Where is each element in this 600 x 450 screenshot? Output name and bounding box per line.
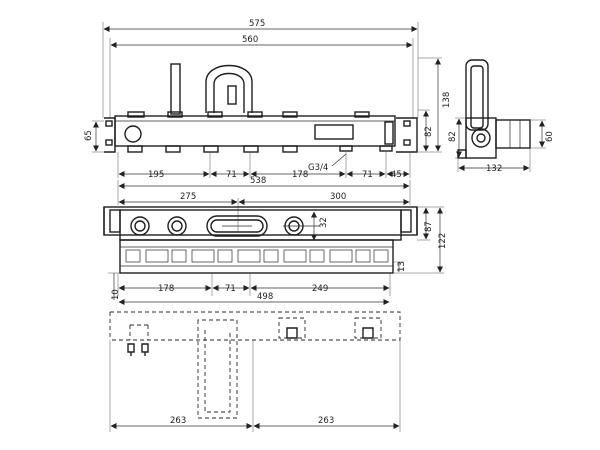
dim-575: 575 (249, 19, 265, 29)
dim-275: 275 (180, 192, 196, 202)
dim-178-mid: 178 (158, 284, 174, 294)
dim-10: 10 (111, 289, 121, 300)
dim-45: 45 (391, 170, 402, 180)
dim-263-left: 263 (170, 416, 186, 426)
dim-498: 498 (257, 292, 273, 302)
side-dim-60: 60 (545, 131, 555, 142)
dim-13: 13 (397, 261, 407, 272)
dim-300: 300 (330, 192, 346, 202)
dim-560: 560 (242, 35, 258, 45)
dim-65: 65 (84, 130, 94, 141)
side-view: 82 60 132 (448, 59, 555, 174)
middle-view: 538 275 300 32 (103, 176, 448, 305)
dim-178-top: 178 (292, 170, 308, 180)
side-dim-82: 82 (448, 131, 458, 142)
dim-538: 538 (250, 176, 266, 186)
dim-32: 32 (319, 217, 329, 228)
dim-71-mid: 71 (225, 284, 236, 294)
dim-71-b: 71 (362, 170, 373, 180)
dim-195: 195 (148, 170, 164, 180)
thread-label: G3/4 (308, 163, 328, 173)
dim-71-a: 71 (226, 170, 237, 180)
side-dim-132: 132 (486, 164, 502, 174)
dim-138: 138 (442, 92, 452, 108)
dim-249: 249 (312, 284, 328, 294)
label-strip-marks (125, 249, 389, 263)
dim-122: 122 (438, 233, 448, 249)
dim-82-top: 82 (424, 126, 434, 137)
top-view: 575 560 (84, 19, 452, 180)
dim-263-right: 263 (318, 416, 334, 426)
bottom-view: 263 263 (109, 311, 401, 432)
dim-87: 87 (424, 221, 434, 232)
